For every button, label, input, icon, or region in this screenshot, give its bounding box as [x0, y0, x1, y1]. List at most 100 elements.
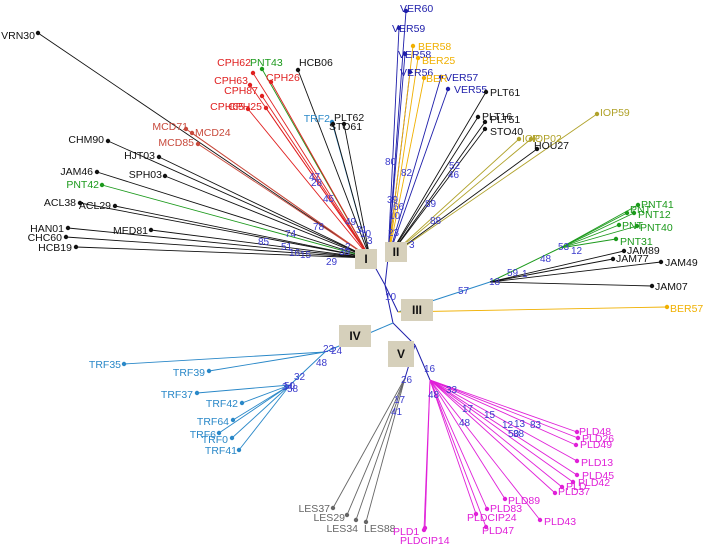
bootstrap-value: 50	[508, 429, 520, 440]
leaf-branch	[423, 379, 431, 531]
leaf-branch	[332, 123, 371, 259]
bootstrap-value: 16	[289, 248, 301, 259]
leaf-label: STO61	[329, 121, 362, 133]
leaf-label: TRF41	[205, 445, 237, 457]
leaf-node	[99, 182, 105, 188]
leaf-node	[148, 227, 154, 233]
leaf-label: CPH26	[266, 72, 300, 84]
leaf-label: PLD83	[490, 503, 522, 515]
leaf-label: MCD71	[152, 121, 188, 133]
leaf-node	[194, 390, 200, 396]
leaf-label: PLD37	[558, 486, 590, 498]
leaf-label: ACL38	[44, 197, 76, 209]
leaf-branch	[123, 351, 326, 365]
backbone-branch	[384, 284, 394, 324]
bootstrap-value: 33	[446, 385, 458, 396]
leaf-node	[344, 512, 350, 518]
leaf-label: PLD89	[508, 495, 540, 507]
leaf-node	[403, 8, 409, 14]
clade-box	[401, 299, 433, 321]
leaf-label: STO40	[490, 126, 523, 138]
leaf-label: PLD45	[582, 470, 614, 482]
branches	[37, 10, 668, 531]
leaf-branch	[247, 108, 371, 259]
leaf-label: PNT40	[640, 222, 673, 234]
bootstrap-value: 3	[367, 236, 373, 247]
leaf-branch	[196, 384, 291, 394]
leaf-label: MED81	[113, 225, 148, 237]
clade-label-I: I	[364, 252, 367, 266]
leaf-node	[247, 82, 253, 88]
leaf-branch	[387, 113, 598, 259]
leaf-branch	[252, 72, 371, 259]
leaf-branch	[67, 227, 371, 259]
leaf-label: PNT12	[638, 209, 671, 221]
leaf-branch	[232, 384, 291, 421]
leaf-branch	[197, 143, 371, 259]
leaf-branch	[79, 202, 371, 259]
leaf-branch	[429, 379, 556, 494]
leaf-label: MCD85	[158, 137, 194, 149]
bootstrap-value: 48	[316, 358, 328, 369]
bootstrap-value: 59	[507, 268, 519, 279]
bootstrap-value: 1	[522, 269, 528, 280]
leaf-branch	[107, 140, 371, 259]
leaf-node	[112, 203, 118, 209]
leaf-node	[516, 136, 522, 142]
bootstrap-value: 78	[313, 222, 325, 233]
leaf-node	[396, 25, 402, 31]
leaf-label: HCB19	[38, 242, 72, 254]
leaf-node	[73, 244, 79, 250]
leaf-label: BER	[426, 73, 448, 85]
leaf-branch	[387, 77, 425, 259]
leaf-label: HJT03	[124, 150, 155, 162]
leaf-label: PLD43	[544, 516, 576, 528]
leaf-node	[475, 114, 481, 120]
leaf-node	[573, 442, 579, 448]
bootstrap-value: 39	[387, 195, 399, 206]
leaf-label: IOP59	[600, 107, 630, 119]
leaf-branch	[489, 281, 653, 287]
leaf-branch	[559, 212, 628, 249]
leaf-branch	[387, 76, 442, 259]
leaf-branch	[429, 379, 541, 521]
leaf-branch	[387, 91, 487, 259]
bootstrap-value: 15	[484, 410, 496, 421]
leaf-branch	[559, 238, 617, 249]
bootstrap-value: 10	[385, 292, 397, 303]
leaf-node	[528, 136, 534, 142]
leaf-node	[473, 511, 479, 517]
clade-label-V: V	[397, 347, 405, 361]
leaf-branch	[387, 27, 400, 259]
bootstrap-value: 16	[424, 364, 436, 375]
leaf-node	[574, 458, 580, 464]
leaf-node	[658, 259, 664, 265]
leaf-label: LES88	[364, 523, 396, 535]
leaf-branch	[261, 95, 371, 259]
bootstrap-value: 31	[356, 225, 368, 236]
leaf-label: JAM49	[665, 257, 698, 269]
leaf-label: JAM07	[655, 281, 688, 293]
bootstrap-value: 85	[258, 237, 270, 248]
leaf-branch	[114, 205, 371, 259]
leaf-node	[189, 130, 195, 136]
leaf-branch	[429, 379, 506, 500]
clade-box	[339, 325, 371, 347]
leaf-node	[162, 173, 168, 179]
leaf-branch	[387, 53, 406, 259]
backbone-branch	[489, 247, 561, 283]
leaf-label: PLT16	[482, 111, 512, 123]
leaf-node	[94, 169, 100, 175]
leaf-label: PLD49	[580, 439, 612, 451]
leaf-node	[482, 126, 488, 132]
leaf-node	[574, 429, 580, 435]
bootstrap-value: 41	[391, 407, 403, 418]
leaf-branch	[191, 132, 371, 259]
bootstrap-value: 26	[401, 375, 413, 386]
leaf-label: MCD24	[195, 127, 231, 139]
bootstrap-value: 48	[540, 254, 552, 265]
leaf-node	[624, 210, 630, 216]
leaf-branch	[365, 377, 406, 523]
leaf-node	[183, 126, 189, 132]
